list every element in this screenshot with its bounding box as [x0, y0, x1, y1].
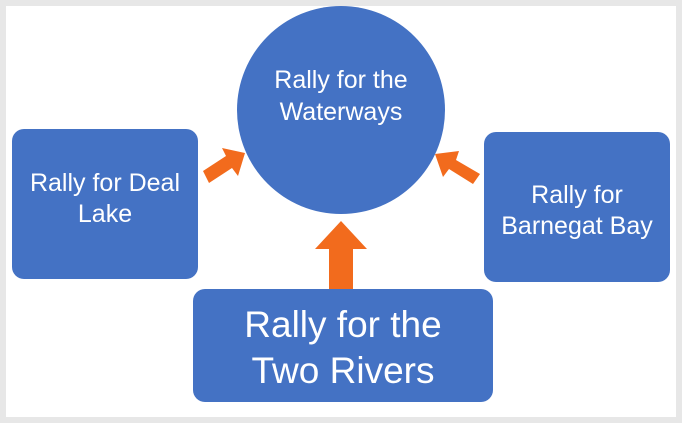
arrow-left-to-center [203, 148, 245, 183]
left-node-line1: Rally for Deal [29, 169, 181, 197]
arrow-bottom-to-center [315, 221, 367, 289]
center-node-line2: Waterways [279, 98, 403, 126]
center-node-line1: Rally for the [274, 66, 408, 94]
arrows-layer [203, 148, 480, 289]
bottom-node-two-rivers: Rally for the Two Rivers [193, 289, 493, 402]
left-node-line2: Lake [77, 200, 133, 228]
arrow-right-to-center [435, 151, 480, 184]
bottom-node-line2: Two Rivers [251, 349, 435, 391]
right-node-line1: Rally for [531, 181, 623, 209]
left-node-deal-lake: Rally for Deal Lake [12, 129, 198, 279]
center-node-waterways: Rally for the Waterways [237, 6, 445, 214]
bottom-node-line1: Rally for the [244, 303, 442, 345]
diagram-canvas: Rally for the Waterways Rally for Deal L… [6, 6, 676, 417]
right-node-line2: Barnegat Bay [501, 212, 653, 240]
right-node-barnegat-bay: Rally for Barnegat Bay [484, 132, 670, 282]
